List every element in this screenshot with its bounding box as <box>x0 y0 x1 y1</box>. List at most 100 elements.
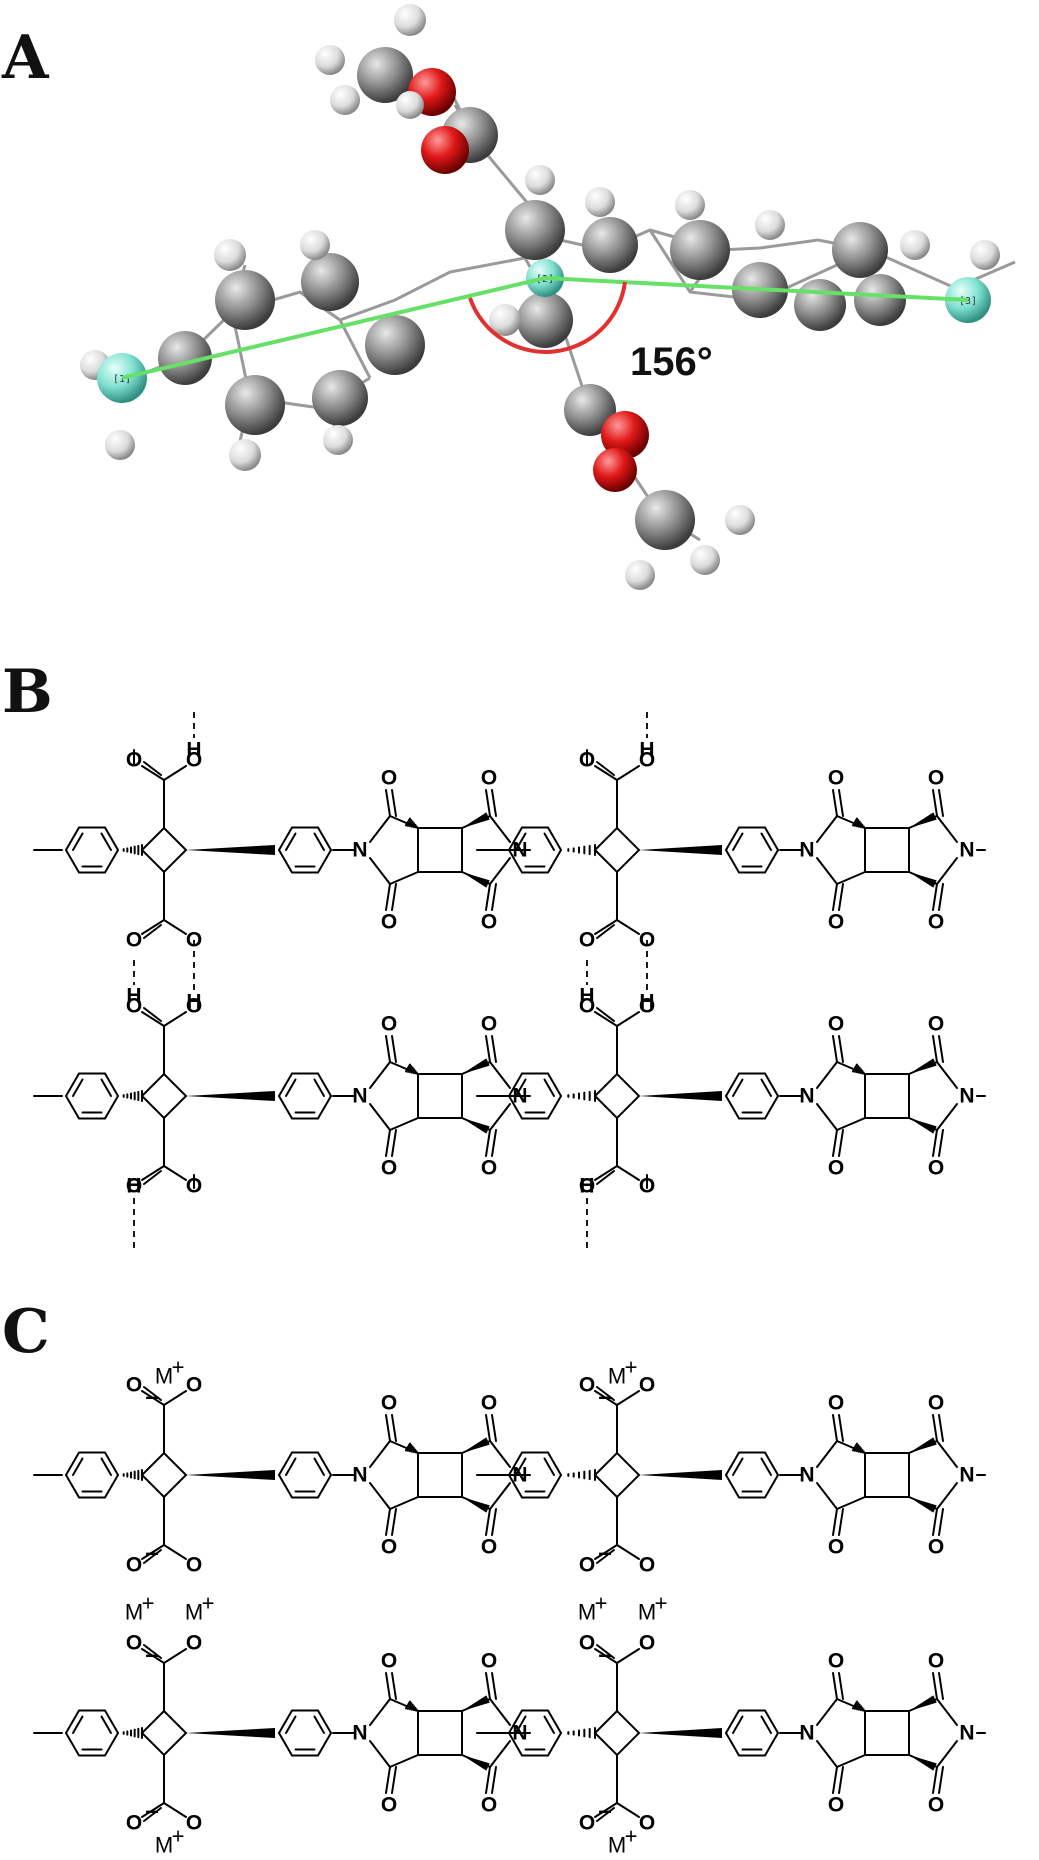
hash-line <box>851 1700 859 1710</box>
wedge-bond <box>909 1437 937 1453</box>
bond <box>836 1754 866 1768</box>
ring-double-bond <box>313 1715 325 1734</box>
hashed-bond <box>567 1727 596 1739</box>
negative-charge: – <box>145 1642 158 1669</box>
hash-line <box>414 1708 418 1712</box>
benzene-ring <box>64 1451 120 1499</box>
negative-charge: – <box>145 1798 158 1825</box>
oxygen-label: O <box>481 1392 497 1415</box>
hash-line <box>851 1442 859 1452</box>
hash-line <box>855 820 861 828</box>
hash-line <box>412 1069 417 1075</box>
hash-line <box>410 1068 416 1074</box>
hydrogen-label: H <box>579 985 594 1008</box>
benzene-ring <box>507 1451 563 1499</box>
hash-line <box>857 1705 863 1711</box>
wedge-bond <box>186 1091 275 1101</box>
ring-outline <box>724 1072 780 1120</box>
bond <box>143 1549 162 1564</box>
hashed-bond <box>404 1700 418 1712</box>
wedge-bond <box>186 1728 275 1738</box>
metal-symbol: M <box>155 1364 173 1389</box>
bond <box>489 1440 511 1468</box>
oxygen-label: O <box>828 1013 844 1036</box>
wedge-bond <box>909 812 937 828</box>
cyclobutane-ring <box>593 826 641 874</box>
bond <box>485 1508 491 1536</box>
wedge-bond <box>909 872 937 888</box>
hydrogen-label: H <box>126 985 141 1008</box>
hash-line <box>414 1450 418 1454</box>
nitrogen-label: N <box>352 1464 367 1487</box>
nitrogen-label: N <box>799 1085 814 1108</box>
bond <box>141 1648 165 1664</box>
hash-line <box>408 1066 414 1074</box>
cyclobutane-ring <box>140 1072 188 1120</box>
bond <box>836 1117 866 1131</box>
bond <box>369 815 391 843</box>
hash-line <box>408 820 414 828</box>
bond <box>143 1386 162 1401</box>
bond <box>938 1766 944 1794</box>
bond <box>389 1117 419 1131</box>
benzene-ring <box>724 826 780 874</box>
bond <box>491 1508 497 1536</box>
oxygen-label: O <box>381 1392 397 1415</box>
hash-line <box>410 1705 416 1711</box>
oxygen-label: O <box>381 1650 397 1673</box>
bond <box>163 1544 187 1560</box>
bond <box>816 1440 838 1468</box>
bond <box>816 1061 838 1089</box>
hashed-bond <box>851 1063 865 1075</box>
bond <box>491 1766 497 1794</box>
negative-charge: – <box>598 1798 611 1825</box>
bond <box>932 1129 938 1157</box>
oxygen-label: O <box>928 1013 944 1036</box>
bond <box>932 1414 938 1442</box>
bond <box>391 1129 397 1157</box>
bond <box>832 1672 838 1700</box>
bond <box>141 765 165 781</box>
oxygen-label: O <box>186 1554 202 1577</box>
hydrogen-label: H <box>126 1175 141 1198</box>
wedge-bond <box>186 1470 275 1480</box>
oxygen-label: O <box>579 1554 595 1577</box>
oxygen-label: O <box>928 1536 944 1559</box>
benzene-ring <box>64 826 120 874</box>
ring-outline <box>277 826 333 874</box>
bond <box>936 857 958 885</box>
bond <box>816 1698 838 1726</box>
cyclobutane-ring <box>417 1710 463 1756</box>
hydrogen-label: H <box>639 739 654 762</box>
hash-line <box>412 1448 417 1454</box>
wedge-bond <box>462 1118 490 1134</box>
hashed-bond <box>122 1090 143 1102</box>
hashed-bond <box>122 844 143 856</box>
bond <box>141 919 165 935</box>
hash-line <box>861 825 865 829</box>
bond <box>391 1672 397 1700</box>
oxygen-label: O <box>126 1175 142 1198</box>
cyclobutane-ring <box>140 1709 188 1757</box>
cyclobutane-ring <box>864 827 910 873</box>
bond <box>616 1802 640 1818</box>
bond <box>616 1544 640 1560</box>
bond <box>485 1672 491 1700</box>
bond <box>932 1508 938 1536</box>
hash-line <box>855 1066 861 1074</box>
oxygen-label: O <box>126 1632 142 1655</box>
bond <box>838 1414 844 1442</box>
hashed-bond <box>851 1700 865 1712</box>
hash-line <box>406 1702 413 1710</box>
nitrogen-label: N <box>959 1085 974 1108</box>
hash-line <box>406 1065 413 1073</box>
bond <box>143 761 162 776</box>
